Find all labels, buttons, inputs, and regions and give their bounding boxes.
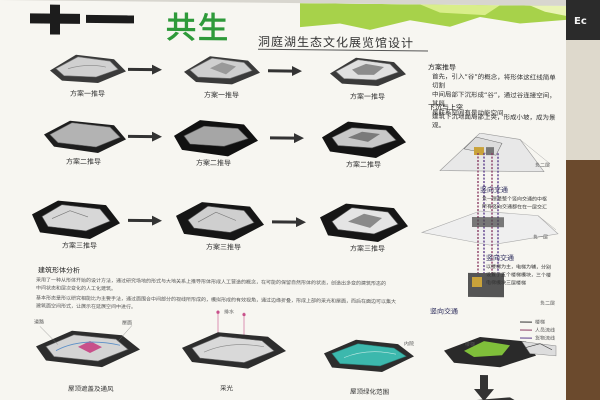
green-band-decoration	[300, 3, 566, 30]
presentation-board: 共生 洞庭湖生态文化展览馆设计 方案一推导 方案一推导 方案一推导	[0, 0, 566, 400]
level-label: 负一层	[533, 234, 549, 241]
scheme1-diagram-2	[176, 50, 266, 111]
legend-swatch	[520, 320, 532, 323]
notes-heading-1: 方案推导	[428, 63, 456, 72]
arrow-right-icon	[268, 66, 302, 77]
row3-label: 方案三推导	[206, 243, 241, 252]
arrow-right-icon	[128, 64, 162, 75]
roof-greening-diagram	[324, 339, 414, 373]
page-title: 共生	[166, 10, 230, 47]
level-label: 负二层	[540, 300, 556, 307]
row3-label: 方案三推导	[62, 241, 97, 251]
arrow-right-icon	[270, 133, 304, 144]
annotation-label: 屋面	[122, 320, 133, 327]
plus-logo-icon	[30, 4, 80, 35]
scheme3-diagram-3	[318, 199, 408, 260]
row1-label: 方案一推导	[204, 91, 239, 100]
arrow-right-icon	[128, 215, 162, 226]
annotation-label: 排水	[224, 309, 235, 316]
vertical-transport-diagram	[420, 132, 559, 298]
row2-label: 方案二推导	[346, 160, 381, 169]
notes-paragraph-2: 建筑下沉地面局部上突，形成小坡，成为景观。	[432, 112, 556, 130]
desc-line: 所有竖向交通都在在一层交汇	[482, 204, 548, 211]
analysis-line: 中间状态和层次变化的人工化建筑。	[36, 285, 117, 293]
notes-line: 首先，引入“谷”的概念，将形体这红线简单切割	[432, 72, 556, 90]
arrow-right-icon	[272, 217, 306, 228]
arrow-right-icon	[128, 131, 162, 142]
bottom-label-1: 屋顶遮盖及通风	[68, 384, 114, 394]
scheme3-diagram-2	[174, 198, 264, 259]
row3-label: 方案三推导	[350, 244, 385, 254]
level-label: 负二层	[535, 162, 551, 169]
vertical-transport-title-2: 竖向交通	[486, 254, 514, 263]
row1-label: 方案一推导	[70, 89, 105, 99]
scheme2-diagram-2	[170, 116, 260, 177]
desc-line: 电梯模块三层楼梯	[486, 280, 527, 287]
vertical-transport-desc-1: 负一层是整个竖向交通的中枢 所有竖向交通都在在一层交汇	[482, 195, 547, 212]
annotation-label: 内院	[404, 341, 415, 348]
scheme2-diagram-3	[318, 117, 408, 178]
daylighting-diagram	[182, 310, 286, 369]
scheme1-diagram-1	[42, 48, 132, 109]
vertical-transport-title-3: 竖向交通	[430, 307, 458, 316]
annotation-label: 楼梯	[465, 341, 476, 348]
roof-cover-ventilation-diagram	[36, 325, 140, 368]
adjacent-board-text: Ec	[574, 16, 587, 27]
analysis-line: 建筑面空间形式，让展示在延展空间中进行。	[36, 303, 137, 311]
bottom-label-3: 屋顶绿化范围	[350, 387, 389, 397]
vertical-transport-title-1: 竖向交通	[480, 186, 508, 195]
row1-label: 方案一推导	[350, 92, 385, 102]
header-dash	[86, 14, 134, 24]
scheme3-diagram-1	[30, 196, 120, 257]
row2-label: 方案二推导	[66, 157, 101, 167]
annotation-label: 道路	[34, 319, 45, 326]
scheme2-diagram-1	[40, 114, 130, 175]
adjacent-board-strip	[566, 0, 600, 400]
legend-label: 楼梯	[535, 319, 546, 326]
analysis-title: 建筑形体分析	[38, 266, 80, 275]
vertical-transport-desc-2: 以楼梯为主，电梯为辅，分别 设置了五个楼梯模块，三个楼 电梯模块三层楼梯	[486, 263, 551, 288]
bottom-label-2: 采光	[220, 384, 233, 393]
floor-transport-illustration	[444, 337, 557, 400]
scheme1-diagram-3	[322, 51, 412, 112]
row2-label: 方案二推导	[196, 159, 231, 168]
notes-heading-2: 下沉与上突	[428, 103, 463, 112]
